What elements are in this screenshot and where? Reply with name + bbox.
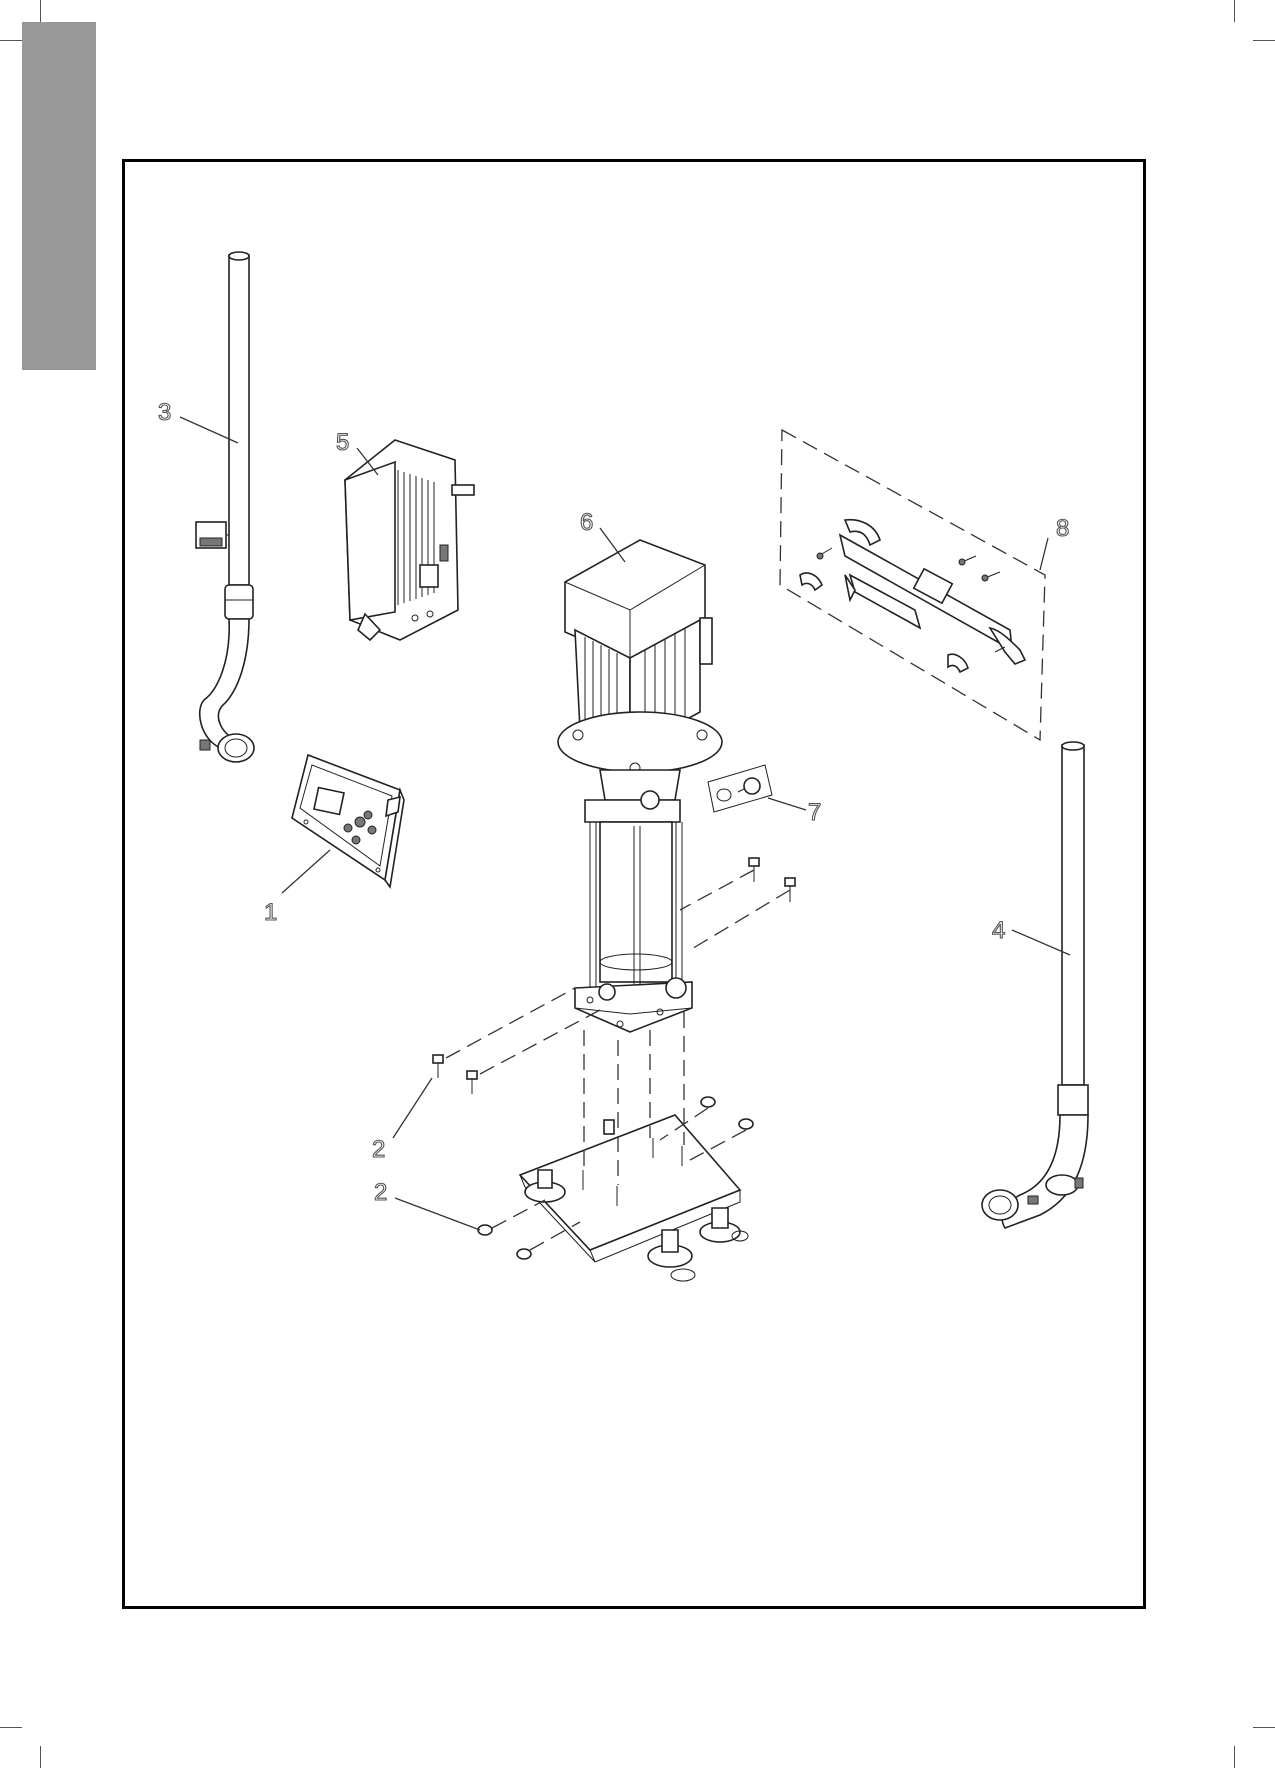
callout-7: 7 — [808, 799, 821, 826]
callout-4: 4 — [992, 917, 1005, 944]
part-5-inverter-unit — [345, 440, 474, 640]
part-1-control-panel — [292, 755, 404, 887]
part-7-drain-plug — [708, 765, 772, 812]
part-3-discharge-pipe — [196, 252, 254, 762]
part-4-suction-pipe — [982, 742, 1088, 1228]
callout-2-lower: 2 — [374, 1179, 387, 1206]
callout-2-upper: 2 — [372, 1136, 385, 1163]
part-8-mounting-bracket-kit — [780, 430, 1045, 740]
part-6-vertical-pump — [558, 540, 722, 1032]
callout-1: 1 — [264, 899, 277, 926]
callout-5: 5 — [336, 429, 349, 456]
callout-8: 8 — [1056, 515, 1069, 542]
callout-3: 3 — [158, 399, 171, 426]
callout-6: 6 — [580, 509, 593, 536]
